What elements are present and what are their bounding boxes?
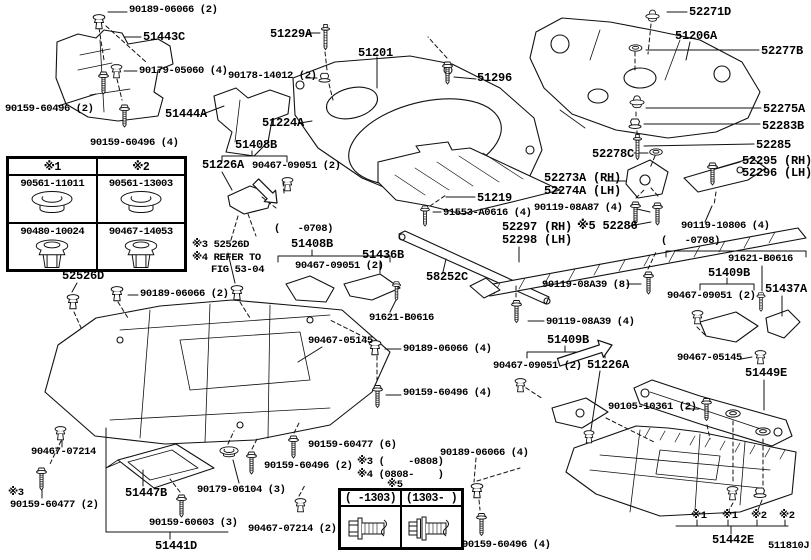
grommet-icon: [219, 446, 239, 458]
grommet-substitution-table: ※1 ※2 90561-11011 90561-13003 90480-1002…: [6, 156, 187, 272]
washer-icon: [649, 148, 663, 156]
part-51437a-bracket-drawing: [765, 309, 801, 339]
bolt-icon: [652, 202, 663, 226]
part-51447b-cover-drawing: [117, 443, 215, 489]
washer-icon: [755, 427, 771, 436]
clip-icon: [230, 285, 244, 301]
clip-icon: [470, 483, 484, 499]
part-number: 90561-11011: [20, 178, 85, 190]
clip-icon: [294, 498, 307, 513]
nut-icon: [628, 118, 642, 129]
clip-icon: [754, 350, 767, 365]
clip-icon: [514, 378, 527, 393]
reference-arrow-icon: [252, 178, 278, 204]
grommet-icon: [31, 191, 73, 213]
clip-icon: [110, 286, 124, 302]
nut-icon: [318, 72, 331, 83]
washer-icon: [628, 44, 643, 52]
table-cell: 90467-14053: [96, 222, 185, 270]
retainer-icon: [124, 238, 157, 268]
bolt-icon: [176, 494, 187, 518]
bolt-icon: [288, 435, 299, 459]
part-51409b-bracket-right-drawing: [699, 311, 759, 343]
part-51408b-bracket-mid-drawing: [285, 275, 335, 303]
part-52295-stopper-drawing: [683, 157, 767, 193]
stud-icon: [321, 23, 330, 51]
part-number: 90467-14053: [108, 225, 173, 238]
cushion-icon: [645, 9, 660, 22]
table-cell: 90561-11011: [8, 175, 97, 223]
bolt-icon: [756, 292, 766, 312]
table-cell: 90561-13003: [96, 175, 185, 223]
part-51436b-bracket-drawing: [343, 273, 401, 301]
grommet-icon: [120, 191, 162, 213]
part-number: 90480-10024: [20, 225, 85, 238]
clip-icon: [66, 294, 80, 310]
clip-icon: [92, 14, 106, 30]
part-51444a-bracket-drawing: [213, 87, 291, 157]
table-cell: [340, 506, 401, 548]
bolt-icon: [511, 300, 522, 323]
table-cell: 90480-10024: [8, 222, 97, 270]
bolt-icon: [420, 205, 430, 227]
clip-icon: [54, 426, 67, 441]
table-header-daterange: (1303- ): [401, 490, 462, 506]
bolt-side-icon: [408, 516, 449, 541]
bolt-icon: [476, 513, 487, 536]
part-51219-center-under-cover-drawing: [377, 141, 561, 215]
part-51441d-under-cover-drawing: [44, 299, 391, 445]
table-header-note1: ※1: [8, 158, 97, 175]
table-header-note2: ※2: [96, 158, 185, 175]
retainer-icon: [36, 238, 69, 268]
bolt-daterange-table: ( -1303) (1303- ): [338, 488, 464, 550]
part-58252c-brace-drawing: [398, 230, 550, 305]
part-51442e-under-cover-drawing: [565, 425, 797, 517]
stud-icon: [633, 133, 642, 161]
part-52273a-support-drawing: [625, 159, 669, 199]
washer-icon: [725, 409, 741, 418]
part-number: 90561-13003: [108, 178, 173, 190]
bolt-icon: [630, 201, 641, 225]
bolt-icon: [643, 271, 654, 295]
table-cell: [401, 506, 462, 548]
nut-icon: [753, 487, 767, 498]
bolt-side-icon: [348, 517, 387, 540]
part-52297-member-brace-drawing: [481, 227, 807, 297]
reference-arrow-icon: [556, 339, 613, 367]
table-header-daterange: ( -1303): [340, 490, 401, 506]
bolt-icon: [246, 451, 257, 475]
part-51409b-bracket-mid-drawing: [551, 397, 609, 429]
leader-lines: [41, 11, 807, 540]
bolt-icon: [36, 467, 47, 491]
bolt-icon: [372, 385, 383, 408]
